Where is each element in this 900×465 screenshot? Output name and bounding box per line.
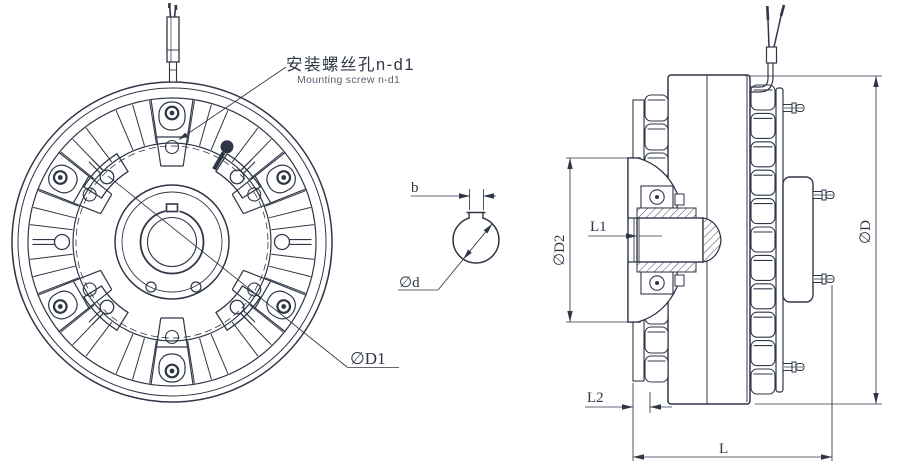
spring-pin (226, 296, 260, 330)
wire-terminal (166, 2, 180, 83)
hose-barb (782, 361, 805, 373)
hose-barb (812, 273, 835, 285)
hub-screw-hole (145, 281, 157, 293)
mounting-lug (149, 97, 195, 168)
inner-arc-pads (81, 151, 263, 333)
bolt-circle (75, 145, 269, 339)
mounting-lug (149, 316, 195, 387)
locking-pin (212, 140, 234, 171)
label-dia-d1: ∅D1 (350, 349, 386, 368)
stator-plate (775, 87, 784, 393)
mounting-lugs (36, 97, 308, 387)
keyway (165, 203, 179, 213)
spring-pins (31, 140, 313, 330)
lead-wires (750, 4, 786, 93)
spring-pin (84, 296, 118, 330)
leader-d1 (107, 175, 399, 368)
label-l: L (719, 441, 728, 457)
label-shaft-dia-d: ∅d (399, 275, 420, 291)
keyed-bore (139, 209, 205, 275)
label-dia-d: ∅D (858, 220, 874, 244)
hose-barb (812, 189, 835, 201)
labels: 安装螺丝孔n-d1 Mounting screw n-d1 ∅D1 b ∅d ∅… (286, 55, 874, 457)
hub (114, 184, 230, 300)
leader-mounting-screw (178, 66, 287, 140)
hose-barb (782, 102, 805, 114)
dim-l (633, 285, 833, 461)
dim-d2 (566, 157, 631, 323)
label-mounting-screw-cn: 安装螺丝孔n-d1 (286, 55, 415, 74)
spring-pin (84, 154, 118, 188)
label-l2: L2 (587, 390, 604, 406)
dim-d (745, 75, 882, 405)
shaft-detail (398, 189, 500, 291)
dim-shaft-dia (398, 223, 493, 291)
shaft-hub (633, 217, 722, 263)
hub-screw-hole (190, 281, 202, 293)
spring-pin (31, 233, 71, 251)
label-mounting-screw-en: Mounting screw n-d1 (297, 74, 400, 86)
label-key-width-b: b (411, 180, 419, 196)
fin-stack-right (750, 84, 776, 395)
label-l1: L1 (590, 219, 607, 235)
fin-ring (27, 93, 317, 391)
terminal-box (782, 176, 814, 303)
key-slot (466, 211, 486, 219)
front-view (11, 2, 399, 403)
dim-l2 (585, 383, 672, 461)
label-dia-d2: ∅D2 (552, 235, 568, 266)
shaft-bore (146, 216, 198, 268)
spring-pin (226, 154, 260, 188)
dim-l1 (588, 233, 662, 239)
spring-pin (273, 233, 313, 251)
dim-b (411, 189, 496, 210)
side-view (566, 4, 882, 461)
